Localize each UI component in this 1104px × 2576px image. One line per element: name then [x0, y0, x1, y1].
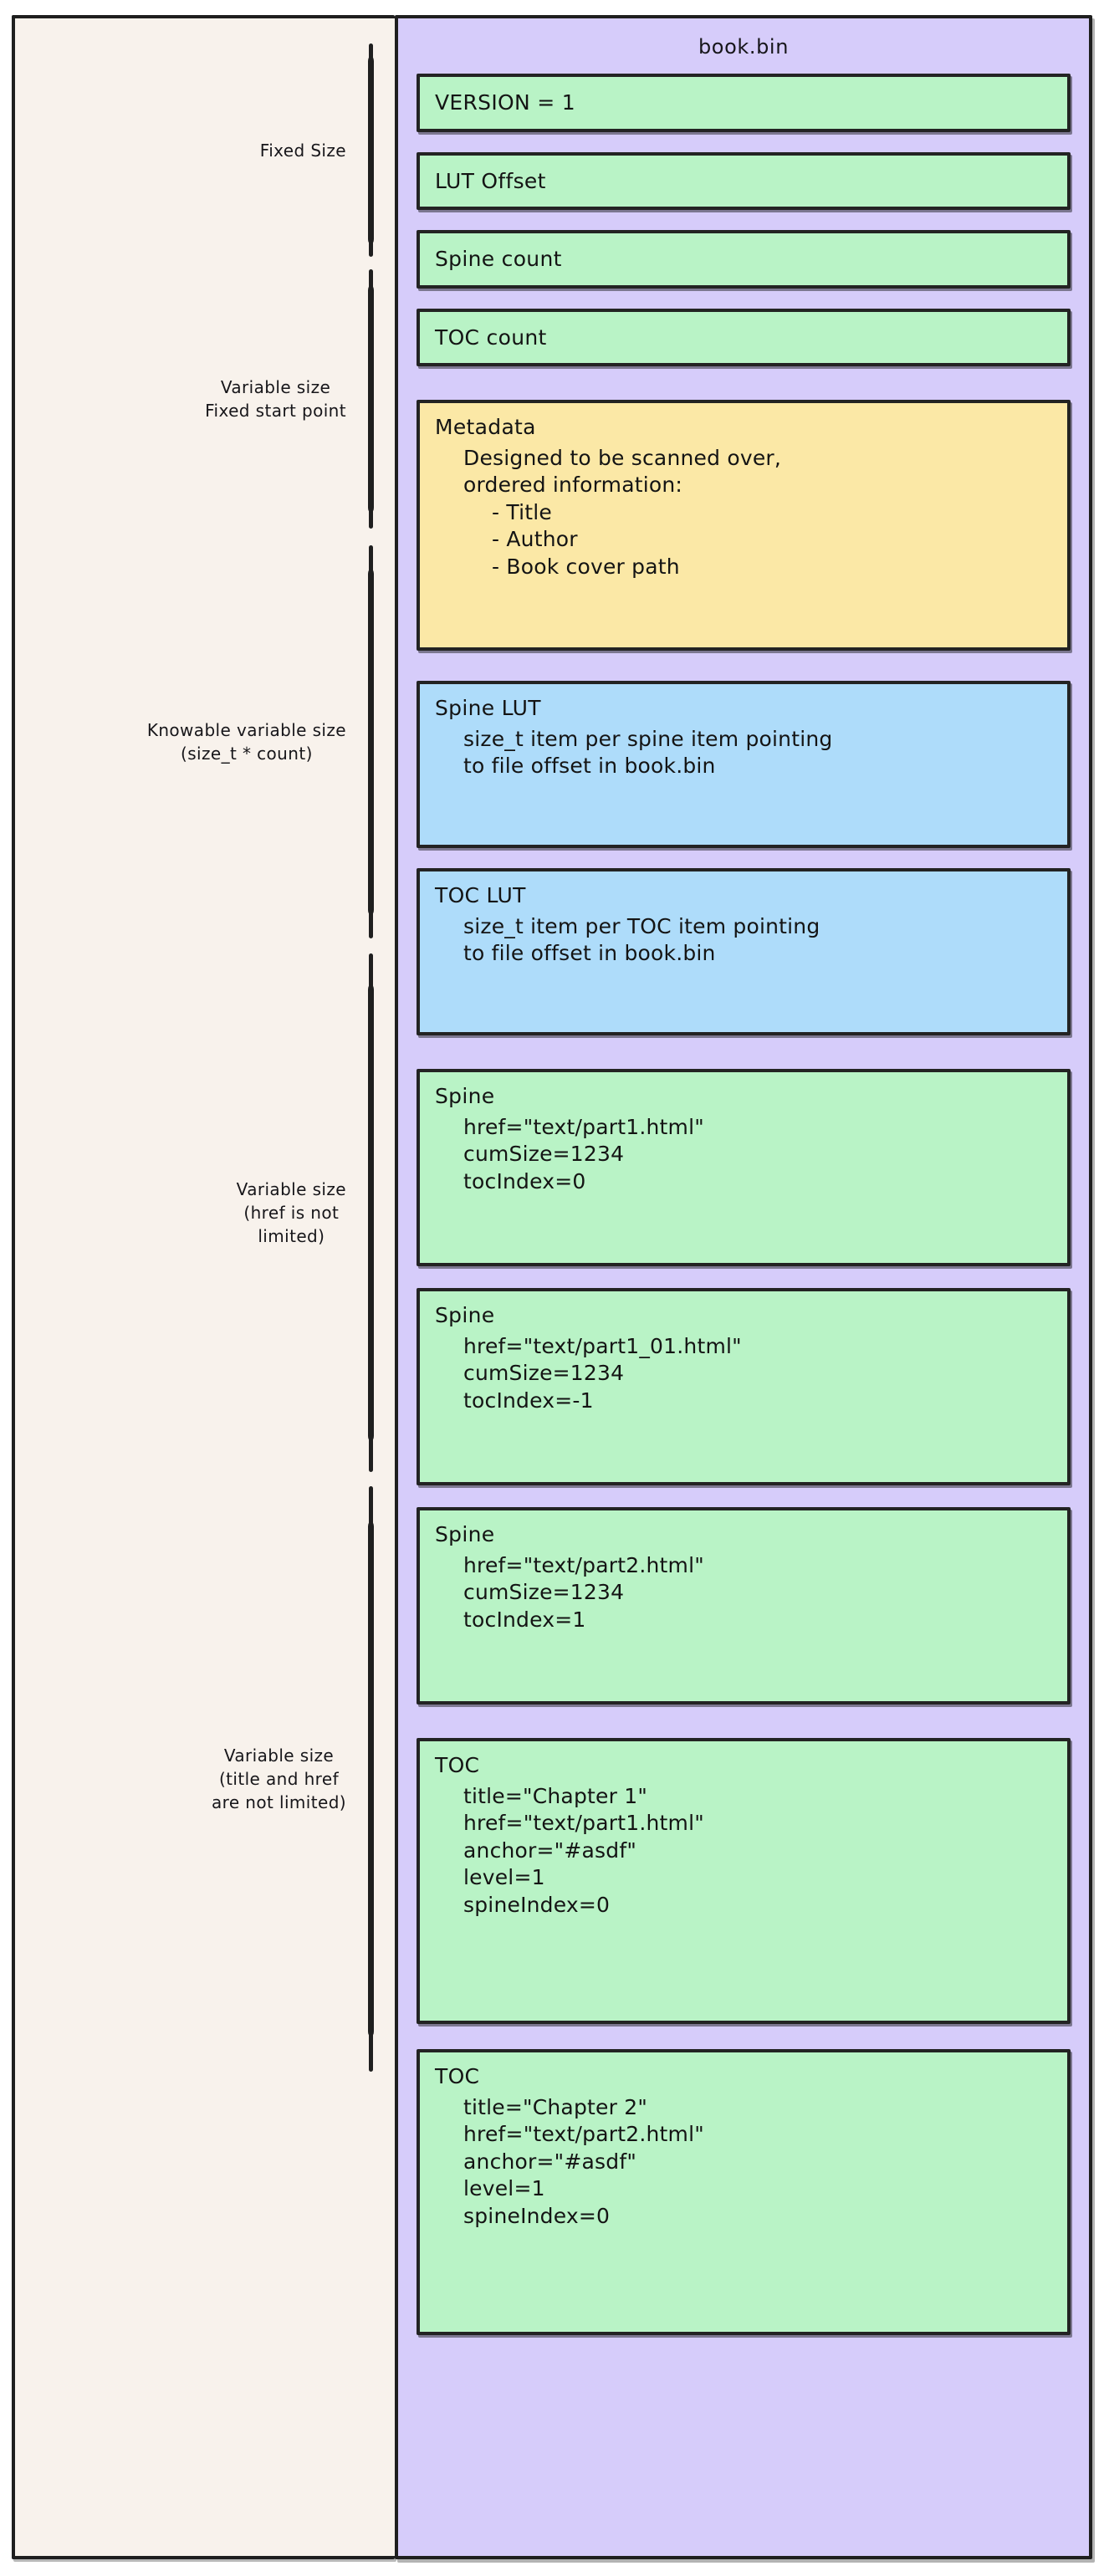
record-field: level=1	[463, 2176, 545, 2200]
record-fields: title="Chapter 1" href="text/part1.html"a…	[435, 1783, 1052, 1919]
record-spine-2: Spine href="text/part1_01.html" cumSize=12…	[417, 1288, 1071, 1485]
record-field: tocIndex=1	[463, 1607, 586, 1632]
record-field: cumSize=1234	[463, 1580, 625, 1604]
bracket-variable-fixed-start	[368, 269, 374, 529]
record-title: Spine count	[435, 247, 562, 271]
record-field: href="text/part1.html"	[463, 1114, 704, 1139]
record-field: size_t item per TOC item pointing	[463, 913, 820, 938]
record-title: TOC	[435, 2064, 480, 2088]
record-toc-count: TOC count	[417, 308, 1071, 366]
record-title: Spine	[435, 1303, 495, 1327]
record-lut-offset: LUT Offset	[417, 151, 1071, 210]
record-spine-lut: Spine LUT size_t item per spine item poin…	[417, 681, 1071, 848]
record-title: Spine LUT	[435, 696, 541, 720]
record-field: spineIndex=0	[463, 2203, 611, 2228]
record-field: tocIndex=0	[463, 1168, 586, 1193]
record-field: level=1	[463, 1865, 545, 1889]
record-field: href="text/part2.html"	[463, 1552, 704, 1577]
record-fields: href="text/part2.html" cumSize=1234 tocInd…	[435, 1552, 1052, 1634]
record-field: cumSize=1234	[463, 1361, 625, 1385]
annotation-label: Variable size (href is not limited)	[236, 1179, 346, 1246]
annotation-label: Variable size (title and href are not li…	[211, 1745, 346, 1812]
record-field: to file offset in book.bin	[463, 754, 716, 778]
record-fields: href="text/part1_01.html" cumSize=1234 toc…	[435, 1333, 1052, 1415]
bracket-variable-title-href	[368, 1486, 374, 2072]
record-field: href="text/part1.html"	[463, 1811, 704, 1835]
annotation-variable-fixed-start: Variable size Fixed start point	[205, 269, 358, 529]
container-title: book.bin	[698, 35, 790, 59]
record-field: anchor="#asdf"	[463, 2149, 637, 2174]
record-field: Designed to be scanned over,	[463, 445, 782, 470]
record-fields: size_t item per TOC item pointing to file…	[435, 913, 1052, 968]
record-title: TOC count	[435, 325, 547, 350]
record-field: - Author	[492, 527, 578, 551]
record-field: - Title	[492, 499, 552, 524]
record-field: size_t item per spine item pointing	[463, 726, 833, 751]
record-field: to file offset in book.bin	[463, 941, 716, 965]
record-title: VERSION = 1	[435, 90, 575, 115]
annotation-label: Fixed Size	[259, 140, 346, 161]
record-toc-lut: TOC LUT size_t item per TOC item pointing…	[417, 868, 1071, 1035]
record-field: spineIndex=0	[463, 1892, 611, 1917]
record-spine-3: Spine href="text/part2.html" cumSize=1234 t…	[417, 1507, 1071, 1705]
record-spine-count: Spine count	[417, 230, 1071, 289]
record-field: title="Chapter 2"	[463, 2094, 648, 2119]
record-field: anchor="#asdf"	[463, 1837, 637, 1863]
record-title: Spine	[435, 1522, 495, 1546]
annotation-fixed-size: Fixed Size	[260, 43, 358, 257]
annotation-variable-title-href: Variable size (title and href are not li…	[212, 1486, 358, 2072]
record-toc-2: TOC title="Chapter 2" href="text/part2.htm…	[417, 2049, 1071, 2335]
bracket-variable-href	[368, 953, 374, 1472]
annotation-label: Variable size Fixed start point	[205, 377, 346, 421]
record-title: Metadata	[435, 415, 536, 439]
record-field: - Book cover path	[492, 554, 680, 579]
record-field: href="text/part1_01.html"	[463, 1333, 742, 1358]
annotation-label: Knowable variable size (size_t * count)	[146, 720, 346, 764]
record-fields: Designed to be scanned over, ordered info…	[435, 445, 1052, 581]
record-toc-1: TOC title="Chapter 1" href="text/part1.htm…	[417, 1738, 1071, 2024]
record-title: TOC	[435, 1753, 480, 1777]
record-version: VERSION = 1	[417, 74, 1071, 132]
bracket-fixed-size	[368, 43, 374, 257]
record-title: LUT Offset	[435, 168, 546, 193]
bracket-knowable-variable	[368, 545, 374, 938]
record-field: tocIndex=-1	[463, 1388, 594, 1413]
record-field: ordered information:	[463, 473, 683, 497]
record-field: href="text/part2.html"	[463, 2122, 704, 2146]
record-field: title="Chapter 1"	[463, 1783, 648, 1808]
record-fields: size_t item per spine item pointing to fi…	[435, 726, 1052, 780]
annotation-variable-href: Variable size (href is not limited)	[237, 953, 358, 1472]
record-title: Spine	[435, 1084, 495, 1108]
annotation-knowable-variable: Knowable variable size (size_t * count)	[147, 545, 358, 938]
record-field: cumSize=1234	[463, 1142, 625, 1166]
record-fields: title="Chapter 2" href="text/part2.html" a…	[435, 2094, 1052, 2231]
record-title: TOC LUT	[435, 883, 526, 907]
